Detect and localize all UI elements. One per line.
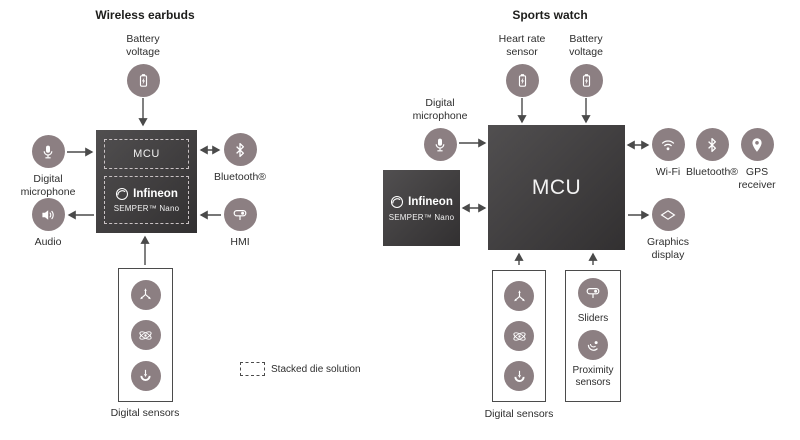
mcu-die: MCU [104,139,189,169]
bluetooth-icon [223,133,257,166]
pressure-sensor-icon [130,360,161,391]
earbuds-mcu-label: MCU [133,148,160,160]
watch-microphone-node: Digital microphone [410,97,470,162]
watch-mcu-block: MCU [488,125,625,250]
microphone-label: Digital microphone [20,173,76,199]
watch-bluetooth-node: Bluetooth® [680,128,744,179]
bluetooth-label: Bluetooth® [213,171,267,183]
semper-nano-label: SEMPER™ Nano [113,204,180,213]
heart-rate-sensor-icon [505,64,539,98]
graphics-display-icon [651,198,685,231]
earbuds-bluetooth-node: Bluetooth® [208,133,272,184]
gyroscope-icon [504,321,534,351]
earbuds-microphone-node: Digital microphone [18,135,78,199]
hmi-label: HMI [230,236,250,248]
watch-hmi-box: Sliders Proximity sensors [565,270,621,402]
wifi-label: Wi-Fi [655,166,681,178]
microphone-icon [31,135,65,168]
wifi-icon [651,128,685,161]
watch-gps-node: GPS receiver [729,128,785,192]
infineon-logo-icon [116,187,129,201]
infineon-logo: Infineon [115,187,178,201]
watch-heart-rate-node: Heart rate sensor [492,33,552,98]
infineon-logo-icon [391,195,404,208]
earbuds-title: Wireless earbuds [95,8,195,22]
earbuds-sensors-label: Digital sensors [110,407,180,419]
battery-voltage-label: Battery voltage [126,33,160,59]
microphone-icon [423,128,457,162]
infineon-brand-text: Infineon [133,188,178,200]
semper-die: Infineon SEMPER™ Nano [104,176,189,224]
proximity-label: Proximity sensors [572,365,614,388]
watch-bluetooth-label: Bluetooth® [685,166,739,178]
battery-icon [569,64,603,98]
watch-display-node: Graphics display [640,198,696,262]
earbuds-battery-node: Battery voltage [113,33,173,98]
watch-semper-block: Infineon SEMPER™ Nano [383,170,460,246]
earbuds-mcu-block: MCU Infineon SEMPER™ Nano [96,130,197,233]
watch-title: Sports watch [512,8,588,22]
earbuds-sensors-box [118,268,173,402]
watch-wifi-node: Wi-Fi [646,128,690,179]
infineon-brand-text: Infineon [408,195,453,208]
accelerometer-icon [130,279,161,310]
gps-pin-icon [740,128,774,161]
hmi-slider-icon [223,198,257,231]
watch-battery-label: Battery voltage [569,33,603,59]
gps-label: GPS receiver [738,166,776,192]
watch-battery-node: Battery voltage [556,33,616,98]
pressure-sensor-icon [504,361,534,391]
gyroscope-icon [130,320,161,350]
slider-icon [578,278,608,308]
earbuds-hmi-node: HMI [208,198,272,249]
display-label: Graphics display [646,236,689,262]
watch-sensors-label: Digital sensors [484,408,554,420]
infineon-logo: Infineon [390,195,453,209]
speaker-icon [31,198,65,231]
watch-mcu-label: MCU [531,175,582,199]
sliders-label: Sliders [577,313,609,324]
proximity-sensor-icon [578,330,608,360]
watch-microphone-label: Digital microphone [412,97,468,123]
earbuds-audio-node: Audio [18,198,78,249]
watch-semper-nano-label: SEMPER™ Nano [388,212,455,222]
legend-label: Stacked die solution [271,364,361,375]
audio-label: Audio [34,236,62,248]
watch-sensors-box [492,270,546,402]
heart-rate-label: Heart rate sensor [498,33,546,59]
legend-swatch [240,362,265,376]
bluetooth-icon [695,128,729,161]
accelerometer-icon [504,281,534,311]
battery-icon [126,64,160,98]
